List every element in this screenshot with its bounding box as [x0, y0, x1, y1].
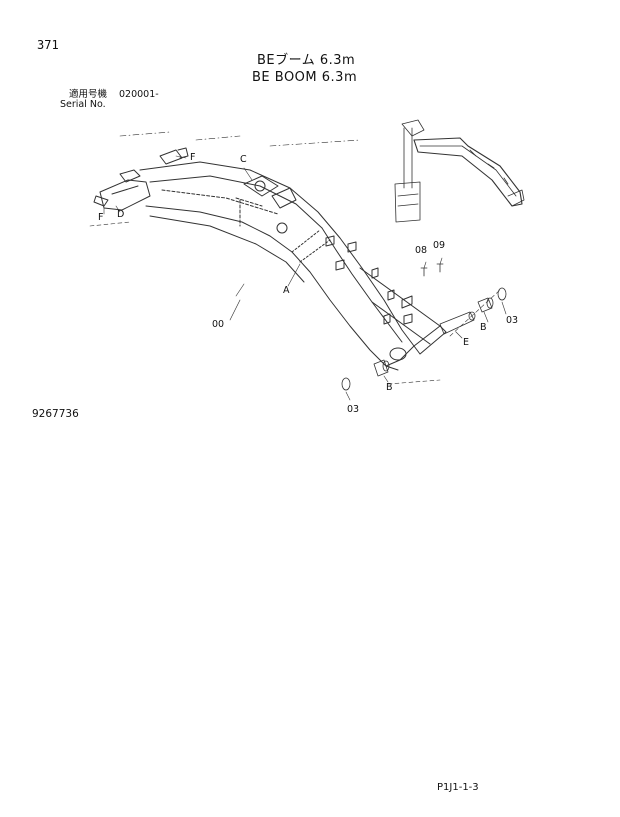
leader-lines — [89, 131, 507, 401]
callout-08: 08 — [415, 245, 428, 256]
serial-range: 020001- — [119, 89, 159, 100]
callout-b-right: B — [480, 322, 487, 333]
callout-a: A — [283, 285, 290, 296]
inset-machine-view — [394, 119, 525, 223]
title-english: BE BOOM 6.3m — [252, 70, 358, 85]
pins-and-bushings — [341, 263, 507, 391]
callout-00: 00 — [212, 319, 225, 330]
page-number: 371 — [37, 38, 59, 52]
callout-e: E — [463, 337, 470, 348]
callout-f-left: F — [98, 212, 104, 223]
callout-f-top: F — [190, 152, 196, 163]
callout-03-right: 03 — [506, 315, 519, 326]
callout-b-bottom: B — [386, 382, 393, 393]
callout-09: 09 — [433, 240, 446, 251]
callout-d: D — [117, 209, 125, 220]
serial-label-english: Serial No. — [60, 99, 106, 110]
page-code: P1J1-1-3 — [437, 782, 479, 793]
title-japanese: BEブーム 6.3m — [257, 53, 356, 68]
serial-label-japanese: 適用号機 — [69, 89, 108, 100]
boom-body — [93, 147, 447, 371]
callout-c: C — [240, 154, 247, 165]
drawing-number: 9267736 — [32, 408, 79, 420]
callout-03-bottom: 03 — [347, 404, 360, 415]
